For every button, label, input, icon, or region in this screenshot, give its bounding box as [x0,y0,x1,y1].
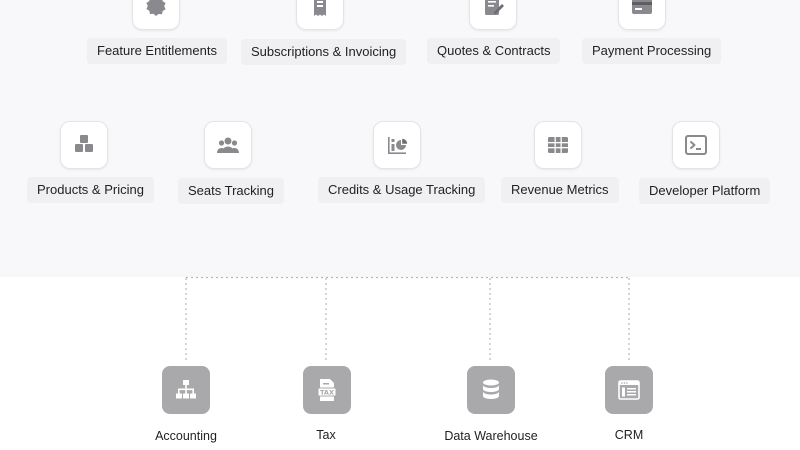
quotes-contracts-label: Quotes & Contracts [427,38,561,64]
usage-chart-icon [373,121,421,169]
badge-icon [132,0,180,30]
data-warehouse-label: Data Warehouse [444,429,538,443]
tax-document-icon: TAX [303,366,351,414]
feature-entitlements-label: Feature Entitlements [87,38,227,64]
payment-processing-label: Payment Processing [582,38,722,64]
seats-tracking-label: Seats Tracking [178,178,284,204]
credit-card-icon [618,0,666,30]
contract-edit-icon [469,0,517,30]
credits-usage-label: Credits & Usage Tracking [318,177,486,203]
boxes-icon [60,121,108,169]
svg-text:TAX: TAX [320,389,334,397]
subscriptions-invoicing-label: Subscriptions & Invoicing [241,39,407,65]
crm-label: CRM [614,428,644,442]
users-icon [204,121,252,169]
revenue-metrics-label: Revenue Metrics [501,177,619,203]
products-pricing-label: Products & Pricing [27,177,154,203]
terminal-icon [672,121,720,169]
table-grid-icon [534,121,582,169]
crm-window-icon [605,366,653,414]
database-icon [467,366,515,414]
accounting-label: Accounting [155,429,217,443]
hierarchy-icon [162,366,210,414]
tax-label: Tax [316,428,336,442]
developer-platform-label: Developer Platform [639,178,771,204]
receipt-icon [296,0,344,30]
